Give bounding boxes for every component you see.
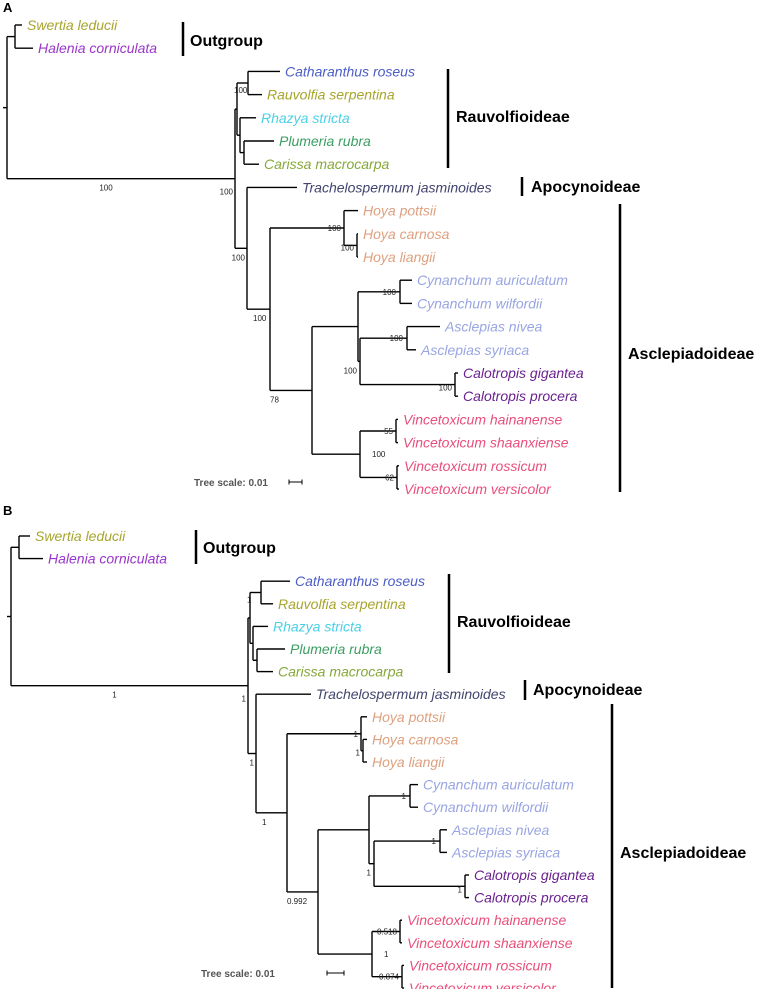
taxon-label: Cynanchum auriculatum [423, 777, 574, 793]
support-value: 100 [390, 334, 404, 343]
taxon-label: Vincetoxicum shaanxiense [407, 935, 573, 951]
taxon-label: Trachelospermum jasminoides [302, 179, 492, 195]
support-value: 62 [385, 473, 394, 482]
taxon-label: Hoya pottsii [363, 203, 437, 219]
clade-label-rauvolfioideae: Rauvolfioideae [457, 614, 571, 631]
support-value: 1 [262, 818, 267, 827]
taxon-label: Hoya liangii [372, 754, 445, 770]
support-value: 100 [234, 86, 248, 95]
taxon-label: Plumeria rubra [290, 641, 382, 657]
support-value: 100 [253, 314, 267, 323]
support-value: 0.992 [287, 897, 308, 906]
support-value: 1 [242, 695, 247, 704]
taxon-label: Asclepias nivea [444, 319, 542, 335]
taxon-label: Cynanchum auriculatum [417, 272, 568, 288]
taxon-label: Asclepias syriaca [451, 844, 560, 860]
support-value: 100 [328, 224, 342, 233]
taxon-label: Hoya carnosa [363, 226, 450, 242]
clade-label-rauvolfioideae: Rauvolfioideae [456, 109, 570, 126]
support-value: 1 [384, 950, 389, 959]
support-value: 100 [344, 366, 358, 375]
support-value: 1 [250, 759, 255, 768]
taxon-label: Asclepias nivea [451, 822, 549, 838]
support-value: 1 [112, 691, 117, 700]
support-value: 100 [439, 384, 453, 393]
clade-label-asclepiadoideae: Asclepiadoideae [620, 845, 746, 862]
panel-label: A [3, 0, 13, 15]
clade-label-asclepiadoideae: Asclepiadoideae [628, 346, 754, 363]
taxon-label: Cynanchum wilfordii [417, 295, 543, 311]
taxon-label: Vincetoxicum versicolor [409, 980, 557, 989]
taxon-label: Calotropis procera [474, 890, 589, 906]
support-value: 100 [341, 243, 355, 252]
taxon-label: Rhazya stricta [273, 618, 362, 634]
taxon-label: Calotropis gigantea [463, 365, 584, 381]
support-value: 78 [270, 395, 279, 404]
taxon-label: Hoya liangii [363, 249, 436, 265]
support-value: 55 [384, 427, 393, 436]
taxon-label: Hoya carnosa [372, 731, 459, 747]
taxon-label: Calotropis gigantea [474, 867, 595, 883]
taxon-label: Swertia leducii [27, 17, 118, 33]
taxon-label: Vincetoxicum hainanense [407, 912, 567, 928]
taxon-label: Rhazya stricta [261, 110, 350, 126]
taxon-label: Rauvolfia serpentina [267, 87, 395, 103]
support-value: 0.874 [379, 973, 400, 982]
support-value: 0.518 [377, 928, 398, 937]
taxon-label: Vincetoxicum hainanense [403, 411, 563, 427]
taxon-label: Vincetoxicum versicolor [404, 481, 552, 497]
taxon-label: Plumeria rubra [279, 133, 371, 149]
support-value: 100 [372, 450, 386, 459]
taxon-label: Cynanchum wilfordii [423, 799, 549, 815]
tree-scale-label: Tree scale: 0.01 [194, 478, 268, 489]
taxon-label: Catharanthus roseus [295, 573, 425, 589]
support-value: 1 [247, 596, 252, 605]
taxon-label: Halenia corniculata [38, 40, 157, 56]
support-value: 1 [402, 792, 407, 801]
tree-scale-label: Tree scale: 0.01 [201, 969, 275, 980]
taxon-label: Vincetoxicum rossicum [409, 957, 552, 973]
clade-label-apocynoideae: Apocynoideae [531, 179, 640, 196]
clade-label-outgroup: Outgroup [190, 33, 263, 50]
taxon-label: Asclepias syriaca [420, 342, 529, 358]
clade-label-apocynoideae: Apocynoideae [533, 682, 642, 699]
taxon-label: Catharanthus roseus [285, 63, 415, 79]
support-value: 1 [432, 837, 437, 846]
taxon-label: Carissa macrocarpa [264, 156, 389, 172]
support-value: 100 [220, 188, 234, 197]
support-value: 1 [354, 730, 359, 739]
taxon-label: Vincetoxicum rossicum [404, 458, 547, 474]
panel-label: B [3, 503, 12, 518]
taxon-label: Halenia corniculata [48, 551, 167, 567]
support-value: 100 [99, 184, 113, 193]
taxon-label: Carissa macrocarpa [278, 664, 403, 680]
support-value: 1 [356, 749, 361, 758]
support-value: 100 [232, 253, 246, 262]
taxon-label: Vincetoxicum shaanxiense [403, 435, 569, 451]
support-value: 1 [367, 869, 372, 878]
taxon-label: Swertia leducii [35, 528, 126, 544]
taxon-label: Rauvolfia serpentina [278, 596, 406, 612]
support-value: 100 [383, 288, 397, 297]
taxon-label: Trachelospermum jasminoides [316, 686, 506, 702]
taxon-label: Calotropis procera [463, 388, 578, 404]
taxon-label: Hoya pottsii [372, 709, 446, 725]
clade-label-outgroup: Outgroup [203, 540, 276, 557]
support-value: 1 [458, 885, 463, 894]
